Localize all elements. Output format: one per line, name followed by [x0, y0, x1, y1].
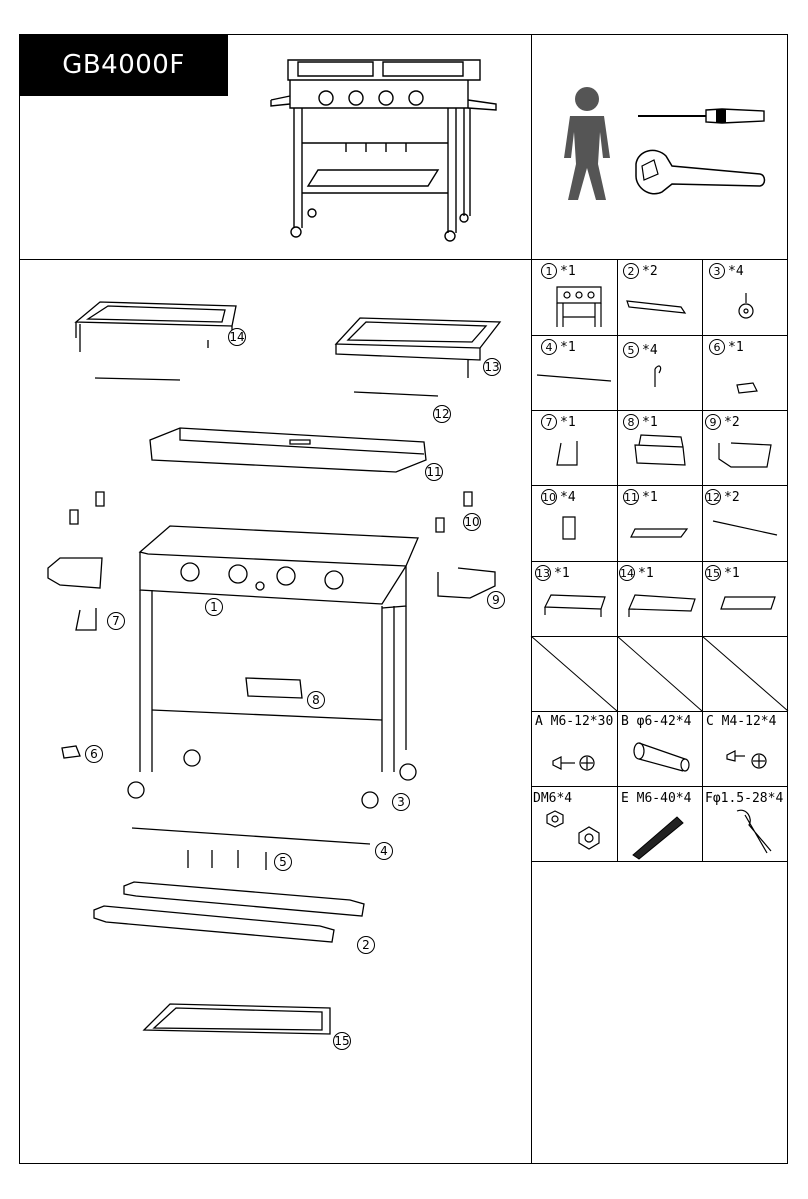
grid-row-4 — [531, 561, 788, 562]
callout-1: 1 — [205, 598, 223, 616]
hardware-a-label: A M6-12*30 — [535, 714, 614, 729]
grid-col-1 — [617, 259, 618, 861]
part-cell-4: 4*1 — [541, 339, 576, 355]
screwdriver-icon — [636, 105, 766, 127]
callout-7: 7 — [107, 612, 125, 630]
callout-2: 2 — [357, 936, 375, 954]
callout-15: 15 — [333, 1032, 351, 1050]
callout-8: 8 — [307, 691, 325, 709]
parts-grid-illustrations — [531, 259, 788, 861]
part-cell-7: 7*1 — [541, 414, 576, 430]
assembled-grill-image — [268, 48, 500, 250]
callout-11: 11 — [425, 463, 443, 481]
part-cell-10: 10*4 — [541, 489, 576, 505]
model-title: GB4000F — [19, 34, 228, 96]
callout-3: 3 — [392, 793, 410, 811]
part-cell-14: 14*1 — [619, 565, 654, 581]
callout-14: 14 — [228, 328, 246, 346]
hardware-f-label: Fφ1.5-28*4 — [705, 791, 784, 806]
hardware-b-label: B φ6-42*4 — [621, 714, 692, 729]
part-cell-1: 1*1 — [541, 263, 576, 279]
callout-13: 13 — [483, 358, 501, 376]
part-cell-15: 15*1 — [705, 565, 740, 581]
part-cell-13: 13*1 — [535, 565, 570, 581]
hardware-e-label: E M6-40*4 — [621, 791, 692, 806]
part-cell-11: 11*1 — [623, 489, 658, 505]
callout-5: 5 — [274, 853, 292, 871]
divider-top — [19, 259, 788, 260]
callout-10: 10 — [463, 513, 481, 531]
person-icon — [564, 87, 610, 200]
part-cell-9: 9*2 — [705, 414, 740, 430]
callout-4: 4 — [375, 842, 393, 860]
part-cell-2: 2*2 — [623, 263, 658, 279]
hardware-c-label: C M4-12*4 — [706, 714, 777, 729]
grid-row-7 — [531, 786, 788, 787]
grid-row-5 — [531, 636, 788, 637]
callout-9: 9 — [487, 591, 505, 609]
callout-6: 6 — [85, 745, 103, 763]
part-cell-8: 8*1 — [623, 414, 658, 430]
grid-col-2 — [702, 259, 703, 861]
part-cell-6: 6*1 — [709, 339, 744, 355]
empty-cells-diagonals — [531, 636, 788, 711]
divider-main — [531, 34, 532, 1164]
grid-row-8 — [531, 861, 788, 862]
grid-row-3 — [531, 485, 788, 486]
page-frame — [19, 34, 788, 1164]
grid-row-6 — [531, 711, 788, 712]
part-cell-3: 3*4 — [709, 263, 744, 279]
part-cell-5: 5*4 — [623, 342, 658, 358]
grid-row-2 — [531, 410, 788, 411]
hardware-d-label: DM6*4 — [533, 791, 573, 806]
grid-row-1 — [531, 335, 788, 336]
wrench-icon — [632, 144, 767, 198]
callout-12: 12 — [433, 405, 451, 423]
part-cell-12: 12*2 — [705, 489, 740, 505]
exploded-parts-diagram — [40, 290, 510, 1060]
